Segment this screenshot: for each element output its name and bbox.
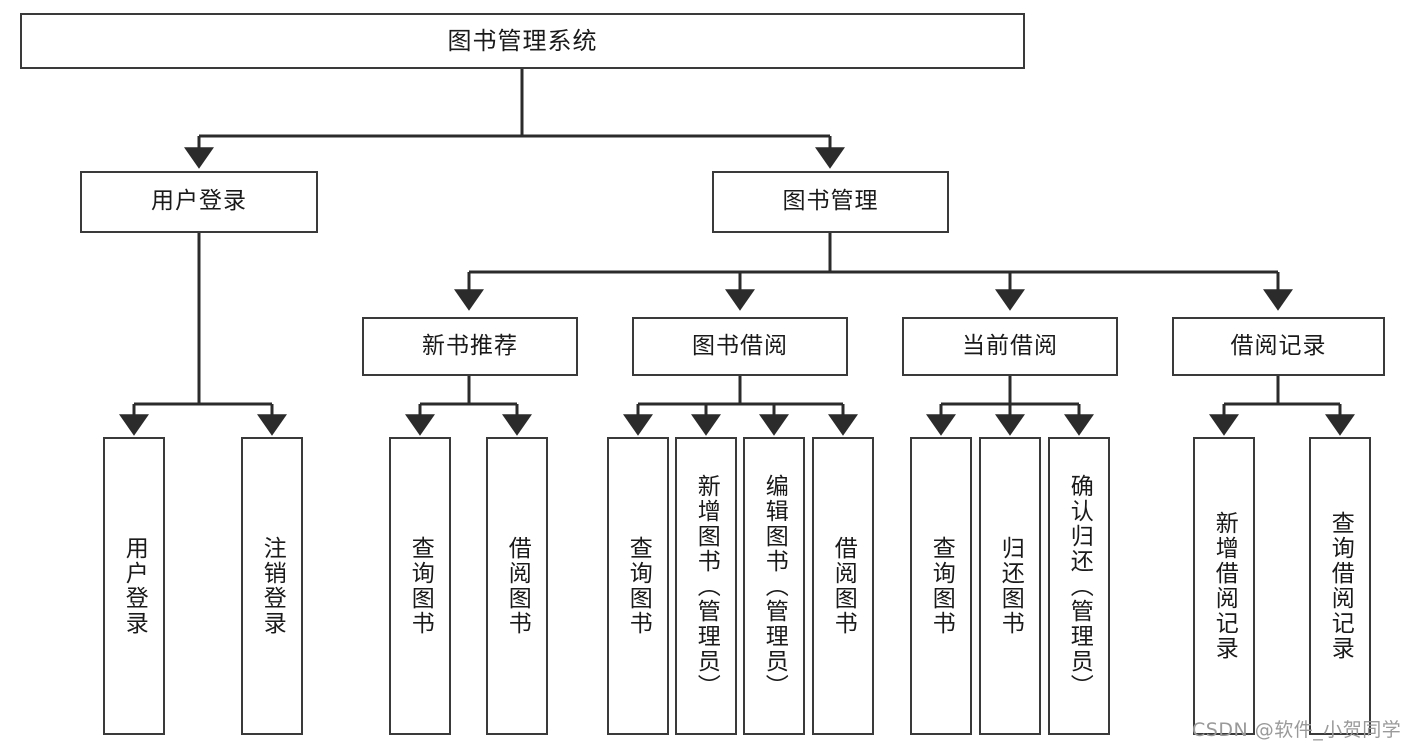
node-leaf-borrow-book-1[interactable]: 借阅图书 [486,437,548,735]
node-leaf-add-record-label: 新增借阅记录 [1211,511,1238,661]
node-leaf-return-book[interactable]: 归还图书 [979,437,1041,735]
node-root-label: 图书管理系统 [447,26,598,55]
node-book-borrow[interactable]: 图书借阅 [632,317,848,376]
node-leaf-borrow-book-2-label: 借阅图书 [830,536,857,636]
node-leaf-add-record[interactable]: 新增借阅记录 [1193,437,1255,735]
node-leaf-user-logout-label: 注销登录 [259,536,286,636]
node-leaf-query-book-1[interactable]: 查询图书 [389,437,451,735]
node-new-book-rec[interactable]: 新书推荐 [362,317,578,376]
node-leaf-query-book-3[interactable]: 查询图书 [910,437,972,735]
node-current-borrow-label: 当前借阅 [962,332,1058,359]
node-new-book-rec-label: 新书推荐 [422,332,518,359]
node-leaf-user-login[interactable]: 用户登录 [103,437,165,735]
node-borrow-record-label: 借阅记录 [1230,332,1327,359]
node-leaf-query-book-3-label: 查询图书 [928,536,955,636]
node-leaf-add-book[interactable]: 新增图书（管理员） [675,437,737,735]
node-leaf-add-book-label: 新增图书（管理员） [693,473,720,699]
node-leaf-query-book-2-label: 查询图书 [625,536,652,636]
node-current-borrow[interactable]: 当前借阅 [902,317,1118,376]
node-book-manage-label: 图书管理 [782,188,879,215]
node-leaf-user-logout[interactable]: 注销登录 [241,437,303,735]
node-book-manage[interactable]: 图书管理 [712,171,949,233]
node-user-login-label: 用户登录 [151,188,247,215]
node-user-login[interactable]: 用户登录 [80,171,318,233]
node-leaf-edit-book[interactable]: 编辑图书（管理员） [743,437,805,735]
node-leaf-query-record[interactable]: 查询借阅记录 [1309,437,1371,735]
node-leaf-query-book-2[interactable]: 查询图书 [607,437,669,735]
node-leaf-borrow-book-2[interactable]: 借阅图书 [812,437,874,735]
node-leaf-confirm-return-label: 确认归还（管理员） [1066,473,1093,699]
node-leaf-user-login-label: 用户登录 [121,536,148,636]
node-leaf-return-book-label: 归还图书 [997,536,1024,636]
node-borrow-record[interactable]: 借阅记录 [1172,317,1385,376]
node-root[interactable]: 图书管理系统 [20,13,1025,69]
node-leaf-query-book-1-label: 查询图书 [407,536,434,636]
node-leaf-query-record-label: 查询借阅记录 [1327,511,1354,661]
node-leaf-edit-book-label: 编辑图书（管理员） [761,473,788,699]
node-leaf-confirm-return[interactable]: 确认归还（管理员） [1048,437,1110,735]
node-leaf-borrow-book-1-label: 借阅图书 [504,536,531,636]
node-book-borrow-label: 图书借阅 [692,332,788,359]
